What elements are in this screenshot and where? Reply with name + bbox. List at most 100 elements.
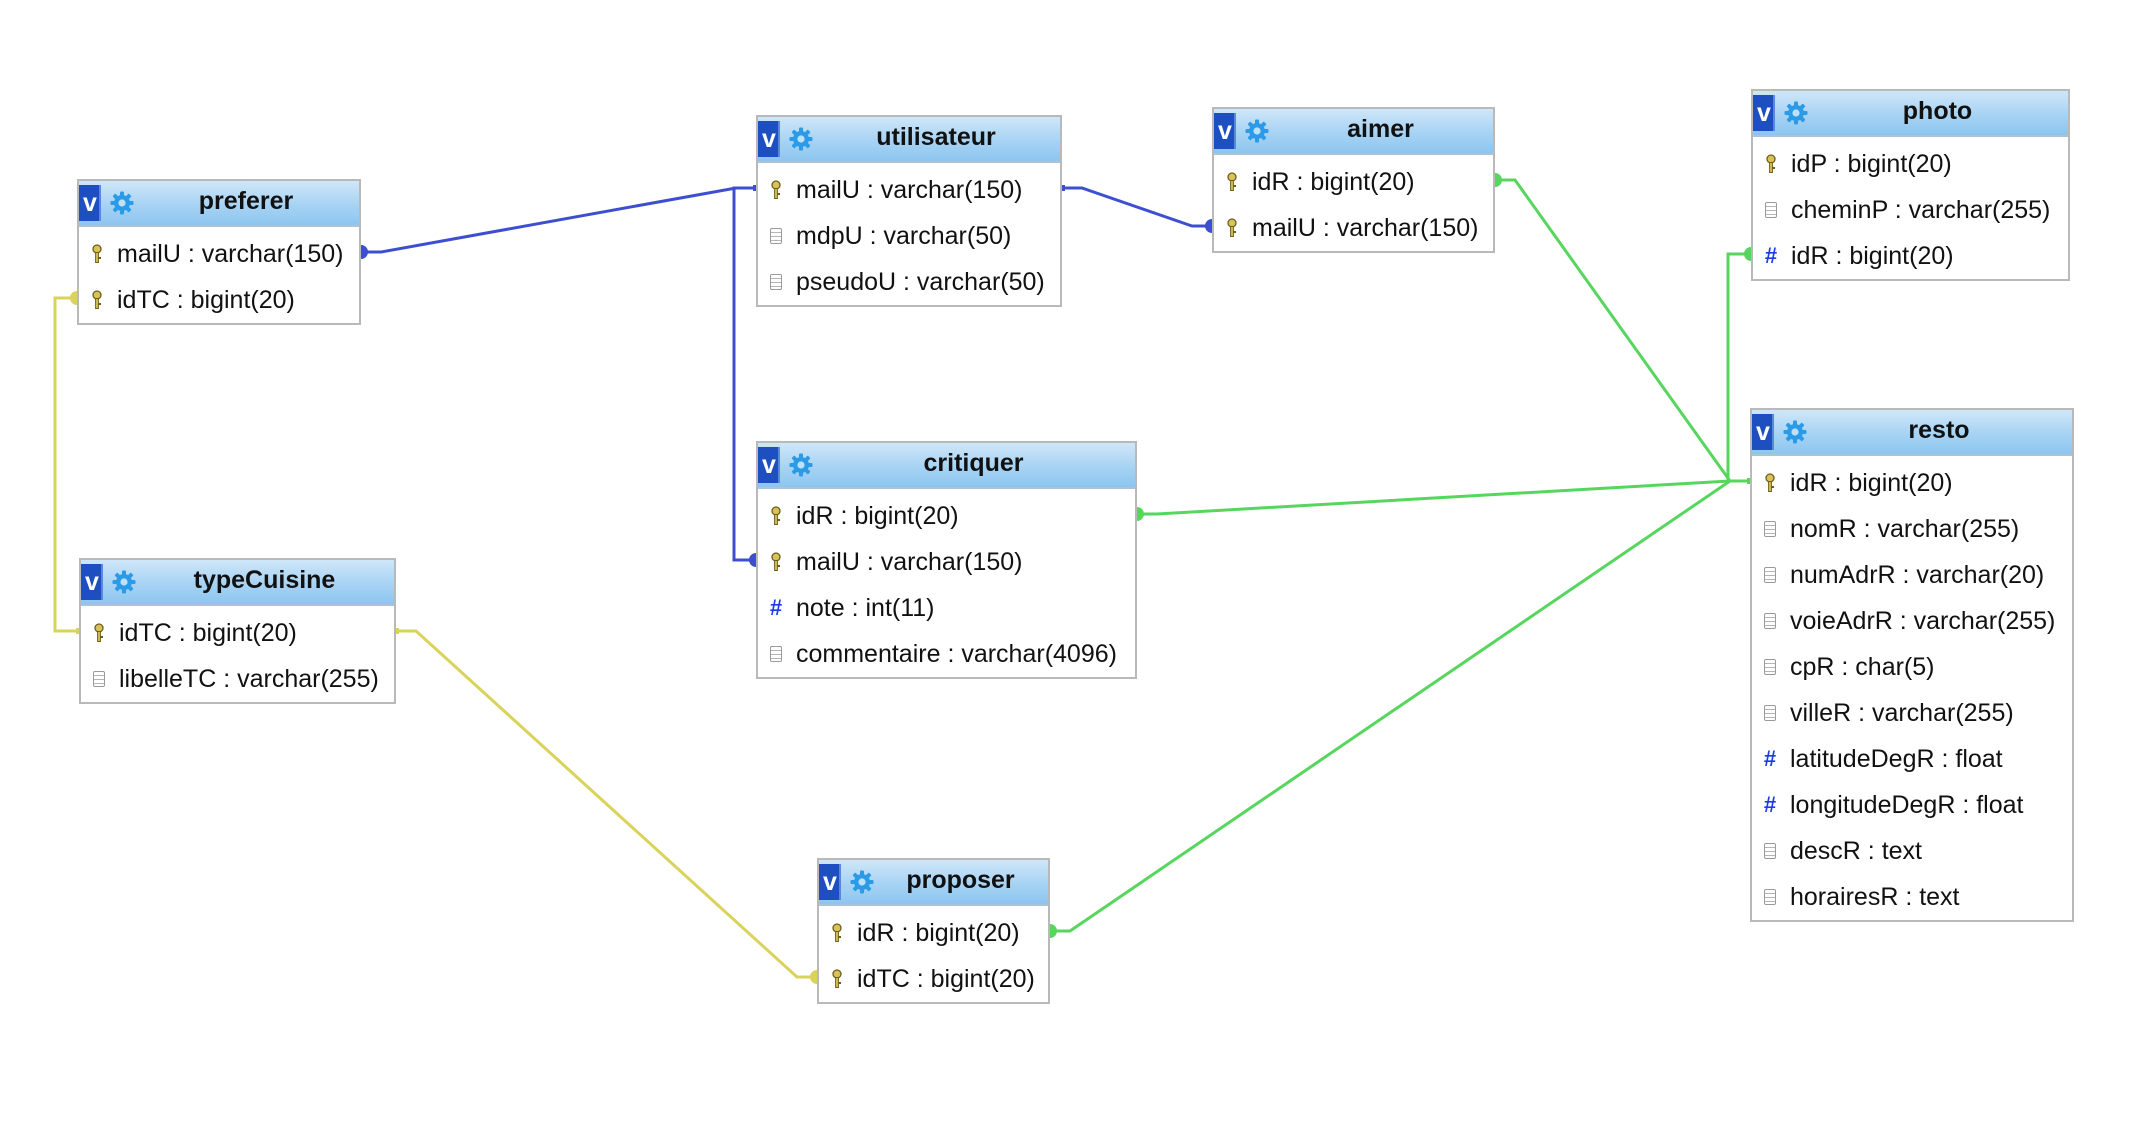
column-row[interactable]: mdpU : varchar(50) — [758, 213, 1060, 259]
column-row[interactable]: #idR : bigint(20) — [1753, 233, 2068, 279]
gear-icon[interactable] — [1782, 419, 1808, 445]
text-field-icon — [1762, 613, 1778, 629]
column-label: idR : bigint(20) — [1252, 167, 1415, 196]
column-row[interactable]: horairesR : text — [1752, 874, 2072, 920]
column-row[interactable]: idR : bigint(20) — [758, 493, 1135, 539]
column-row[interactable]: cpR : char(5) — [1752, 644, 2072, 690]
toggle-columns-icon[interactable]: v — [1753, 95, 1775, 131]
toggle-columns-icon[interactable]: v — [81, 564, 103, 600]
toggle-columns-icon[interactable]: v — [819, 864, 841, 900]
toggle-columns-icon[interactable]: v — [79, 185, 101, 221]
column-row[interactable]: idP : bigint(20) — [1753, 141, 2068, 187]
column-row[interactable]: nomR : varchar(255) — [1752, 506, 2072, 552]
table-header[interactable]: v photo — [1753, 91, 2068, 137]
column-row[interactable]: idTC : bigint(20) — [79, 277, 359, 323]
column-row[interactable]: idR : bigint(20) — [819, 910, 1048, 956]
toggle-columns-icon[interactable]: v — [1214, 113, 1236, 149]
column-row[interactable]: villeR : varchar(255) — [1752, 690, 2072, 736]
toggle-columns-icon[interactable]: v — [1752, 414, 1774, 450]
column-row[interactable]: idTC : bigint(20) — [819, 956, 1048, 1002]
key-icon — [829, 969, 845, 989]
number-field-icon: # — [769, 595, 783, 620]
column-label: villeR : varchar(255) — [1790, 698, 2014, 727]
text-field-icon — [1762, 567, 1778, 583]
column-row[interactable]: libelleTC : varchar(255) — [81, 656, 394, 702]
column-row[interactable]: cheminP : varchar(255) — [1753, 187, 2068, 233]
column-row[interactable]: mailU : varchar(150) — [1214, 205, 1493, 251]
column-row[interactable]: pseudoU : varchar(50) — [758, 259, 1060, 305]
column-label: horairesR : text — [1790, 882, 1960, 911]
text-field-icon — [91, 671, 107, 687]
relation-line — [1495, 178, 1750, 483]
toggle-columns-icon[interactable]: v — [758, 121, 780, 157]
gear-icon[interactable] — [111, 569, 137, 595]
toggle-columns-icon[interactable]: v — [758, 447, 780, 483]
text-field-icon — [1762, 705, 1778, 721]
column-row[interactable]: #note : int(11) — [758, 585, 1135, 631]
key-icon — [1762, 473, 1778, 493]
gear-icon[interactable] — [109, 190, 135, 216]
text-field-icon — [768, 646, 784, 662]
column-label: nomR : varchar(255) — [1790, 514, 2020, 543]
number-field-icon: # — [1763, 792, 1777, 817]
column-row[interactable]: # latitudeDegR : float — [1752, 736, 2072, 782]
column-label: pseudoU : varchar(50) — [796, 267, 1045, 296]
column-label: latitudeDegR : float — [1790, 744, 2003, 773]
column-label: numAdrR : varchar(20) — [1790, 560, 2045, 589]
column-label: idTC : bigint(20) — [117, 285, 295, 314]
column-label: mailU : varchar(150) — [796, 175, 1023, 204]
column-row[interactable]: commentaire : varchar(4096) — [758, 631, 1135, 677]
column-row[interactable]: mailU : varchar(150) — [79, 231, 359, 277]
gear-icon[interactable] — [1244, 118, 1270, 144]
table-header[interactable]: v critiquer — [758, 443, 1135, 489]
column-label: idR : bigint(20) — [1790, 468, 1953, 497]
column-label: idR : bigint(20) — [796, 501, 959, 530]
text-field-icon — [1763, 202, 1779, 218]
column-label: idP : bigint(20) — [1791, 149, 1952, 178]
table-name: photo — [1902, 97, 1973, 125]
column-label: cpR : char(5) — [1790, 652, 1935, 681]
column-label: longitudeDegR : float — [1790, 790, 2024, 819]
relation-target — [1059, 185, 1065, 191]
column-row[interactable]: mailU : varchar(150) — [758, 167, 1060, 213]
key-icon — [89, 244, 105, 264]
column-row[interactable]: idR : bigint(20) — [1752, 460, 2072, 506]
column-label: idTC : bigint(20) — [857, 964, 1035, 993]
key-icon — [89, 290, 105, 310]
table-critiquer[interactable]: v critiquer idR : bigint(20) mailU : varcha… — [756, 441, 1137, 679]
gear-icon[interactable] — [849, 869, 875, 895]
column-row[interactable]: voieAdrR : varchar(255) — [1752, 598, 2072, 644]
relation-line — [396, 629, 817, 979]
column-row[interactable]: idR : bigint(20) — [1214, 159, 1493, 205]
table-name: critiquer — [923, 449, 1024, 477]
key-icon — [829, 923, 845, 943]
gear-icon[interactable] — [788, 452, 814, 478]
gear-icon[interactable] — [1783, 100, 1809, 126]
column-row[interactable]: numAdrR : varchar(20) — [1752, 552, 2072, 598]
column-label: mailU : varchar(150) — [117, 239, 344, 268]
column-label: idTC : bigint(20) — [119, 618, 297, 647]
column-row[interactable]: descR : text — [1752, 828, 2072, 874]
number-field-icon: # — [1764, 243, 1778, 268]
column-row[interactable]: mailU : varchar(150) — [758, 539, 1135, 585]
relation-line — [361, 186, 756, 254]
gear-icon[interactable] — [788, 126, 814, 152]
table-photo[interactable]: v photo idP : bigint(20) cheminP : varchar(… — [1751, 89, 2070, 281]
column-row[interactable]: idTC : bigint(20) — [81, 610, 394, 656]
text-field-icon — [1762, 521, 1778, 537]
column-row[interactable]: # longitudeDegR : float — [1752, 782, 2072, 828]
number-field-icon: # — [1763, 746, 1777, 771]
